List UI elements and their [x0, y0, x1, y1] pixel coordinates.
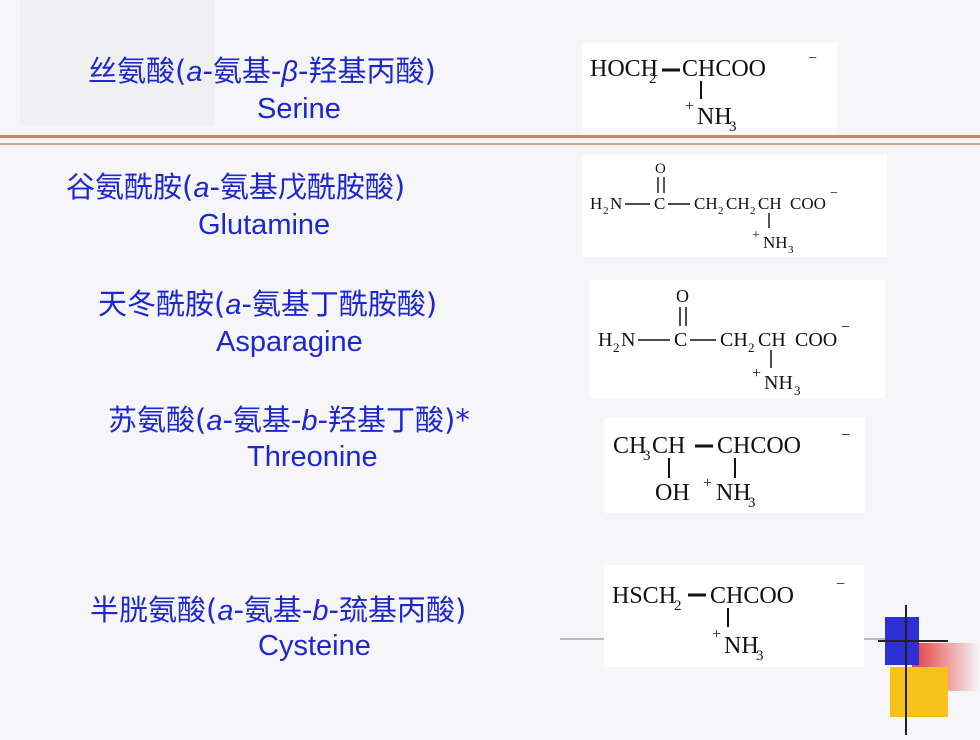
svg-text:2: 2 [613, 340, 620, 355]
svg-text:CH: CH [720, 329, 748, 351]
svg-text:+: + [752, 365, 761, 382]
svg-text:H: H [598, 329, 612, 351]
svg-text:N: N [621, 329, 635, 351]
serine-chinese-name: 丝氨酸(a-氨基-β-羟基丙酸) [88, 54, 436, 88]
svg-text:N: N [610, 194, 622, 213]
svg-text:CH: CH [726, 194, 750, 213]
cysteine-formula: HSCH 2 CHCOO − + NH 3 [604, 565, 864, 667]
asparagine-formula: O H 2 N C CH 2 CH COO − + NH 3 [590, 280, 885, 398]
svg-text:HSCH: HSCH [612, 583, 676, 609]
svg-text:CH: CH [694, 194, 718, 213]
svg-text:NH: NH [764, 372, 793, 394]
threonine-english-name: Threonine [247, 441, 378, 473]
svg-text:3: 3 [794, 383, 801, 398]
svg-text:3: 3 [756, 648, 764, 664]
glutamine-english-name: Glutamine [198, 209, 331, 241]
threonine-chinese-name: 苏氨酸(a-氨基-b-羟基丁酸)* [108, 403, 470, 437]
svg-text:NH: NH [697, 104, 732, 130]
svg-text:−: − [836, 576, 845, 593]
svg-text:−: − [830, 186, 838, 201]
svg-text:OH: OH [655, 480, 690, 506]
svg-text:−: − [808, 50, 817, 67]
svg-text:CH: CH [758, 194, 782, 213]
svg-text:H: H [590, 194, 602, 213]
svg-text:COO: COO [790, 194, 826, 213]
svg-text:+: + [703, 475, 712, 492]
svg-text:3: 3 [643, 448, 651, 464]
svg-text:2: 2 [750, 205, 756, 217]
svg-text:CHCOO: CHCOO [682, 56, 766, 82]
glutamine-formula: O H 2 N C CH 2 CH 2 CH COO − + NH 3 [582, 155, 887, 257]
svg-text:2: 2 [718, 205, 724, 217]
serine-english-name: Serine [257, 93, 341, 125]
svg-text:CH: CH [758, 329, 786, 351]
background-panel [20, 0, 215, 125]
svg-text:CH: CH [613, 433, 646, 459]
svg-text:−: − [841, 427, 850, 444]
svg-text:+: + [685, 98, 694, 115]
svg-text:3: 3 [788, 244, 794, 256]
svg-text:2: 2 [674, 598, 682, 614]
cysteine-chinese-name: 半胱氨酸(a-氨基-b-巯基丙酸) [90, 593, 467, 627]
svg-text:+: + [712, 626, 721, 643]
svg-text:2: 2 [748, 340, 755, 355]
serine-formula: HOCH 2 CHCOO − + NH 3 [582, 43, 837, 133]
svg-text:COO: COO [795, 329, 837, 351]
svg-text:HOCH: HOCH [590, 56, 658, 82]
svg-text:CHCOO: CHCOO [717, 433, 801, 459]
svg-text:NH: NH [763, 233, 788, 252]
divider-rule-thin [0, 143, 980, 145]
svg-text:O: O [676, 286, 689, 306]
svg-text:NH: NH [724, 633, 759, 659]
svg-text:3: 3 [729, 119, 737, 133]
threonine-formula: CH 3 CH CHCOO − OH + NH 3 [605, 418, 865, 513]
svg-text:3: 3 [748, 495, 756, 511]
divider-rule [0, 135, 980, 138]
svg-text:−: − [841, 319, 850, 336]
svg-text:C: C [674, 329, 687, 351]
asparagine-chinese-name: 天冬酰胺(a-氨基丁酰胺酸) [98, 287, 438, 321]
svg-text:CH: CH [652, 433, 685, 459]
svg-text:2: 2 [603, 205, 609, 217]
svg-text:2: 2 [649, 71, 657, 87]
svg-text:NH: NH [716, 480, 751, 506]
svg-text:+: + [752, 228, 760, 243]
svg-text:CHCOO: CHCOO [710, 583, 794, 609]
cysteine-english-name: Cysteine [258, 630, 371, 662]
decorative-corner-graphic [870, 605, 980, 735]
asparagine-english-name: Asparagine [216, 326, 363, 358]
svg-text:O: O [655, 161, 666, 177]
svg-text:C: C [654, 194, 665, 213]
glutamine-chinese-name: 谷氨酰胺(a-氨基戊酰胺酸) [66, 170, 406, 204]
